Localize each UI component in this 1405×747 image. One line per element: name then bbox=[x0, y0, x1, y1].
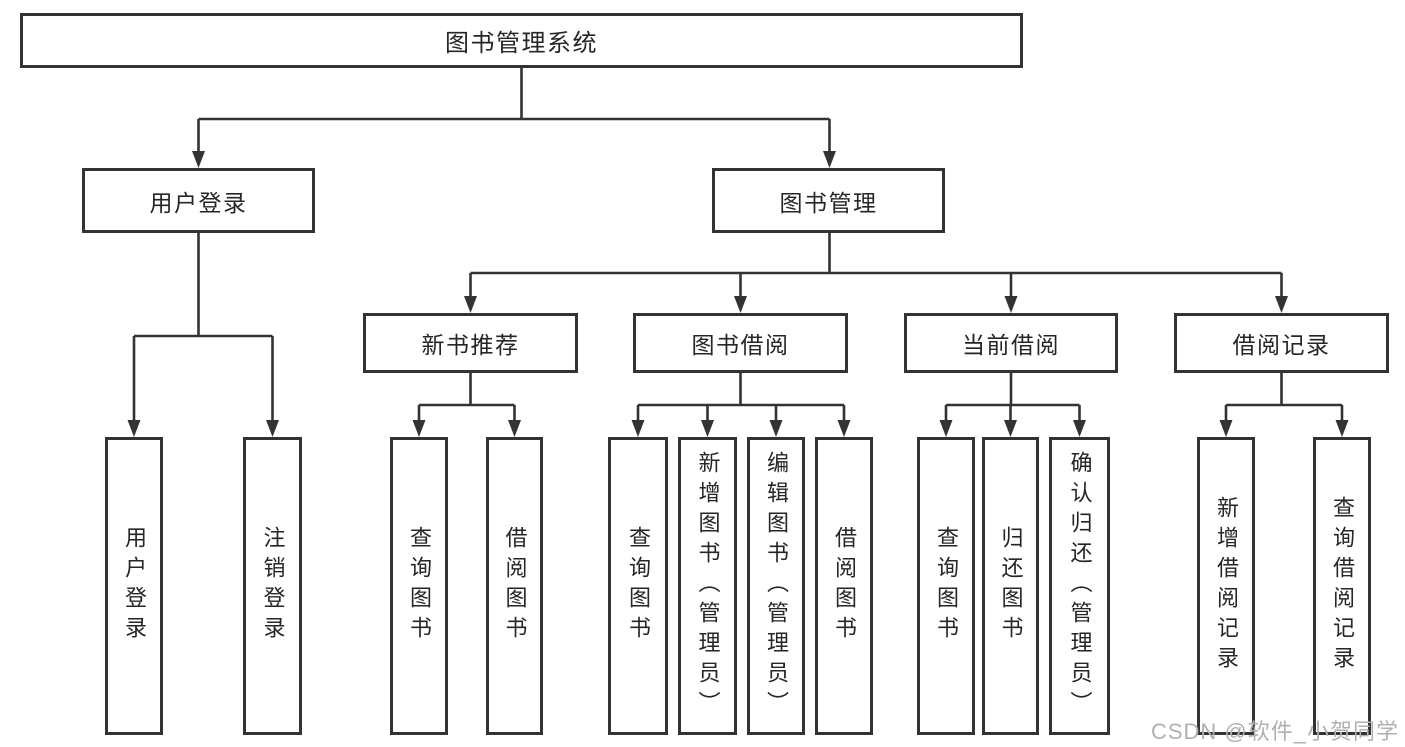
arrow-icon bbox=[127, 420, 141, 437]
node-user-login: 用户登录 bbox=[82, 168, 315, 233]
arrow-icon bbox=[823, 151, 836, 168]
arrow-icon bbox=[508, 420, 521, 437]
node-label: 图书借阅 bbox=[691, 332, 790, 358]
arrow-icon bbox=[631, 420, 645, 437]
arrow-icon bbox=[266, 420, 279, 437]
node-label: 借阅图书 bbox=[832, 526, 857, 646]
node-label: 新增借阅记录 bbox=[1214, 496, 1239, 676]
arrow-icon bbox=[701, 420, 714, 437]
node-label: 新增图书（管理员） bbox=[695, 451, 721, 721]
leaf-nb-query-book: 查询图书 bbox=[390, 437, 448, 735]
node-borrow-records: 借阅记录 bbox=[1174, 313, 1389, 373]
node-label: 借阅图书 bbox=[502, 526, 528, 646]
node-label: 查询借阅记录 bbox=[1330, 496, 1355, 676]
leaf-bb-borrow-book: 借阅图书 bbox=[815, 437, 873, 735]
node-label: 编辑图书（管理员） bbox=[764, 451, 789, 721]
leaf-cb-query-book: 查询图书 bbox=[917, 437, 975, 735]
arrowheads bbox=[127, 151, 1349, 437]
node-label: 注销登录 bbox=[260, 526, 286, 646]
arrow-icon bbox=[1073, 420, 1086, 437]
leaf-user-login: 用户登录 bbox=[105, 437, 163, 735]
node-label: 借阅记录 bbox=[1232, 332, 1331, 358]
arrow-icon bbox=[734, 296, 747, 313]
node-label: 归还图书 bbox=[998, 526, 1024, 646]
node-book-borrow: 图书借阅 bbox=[633, 313, 848, 373]
leaf-cb-return-book: 归还图书 bbox=[982, 437, 1039, 735]
connector-path bbox=[132, 68, 1344, 422]
arrow-icon bbox=[1335, 420, 1349, 437]
leaf-logout: 注销登录 bbox=[243, 437, 302, 735]
arrow-icon bbox=[1004, 296, 1018, 313]
node-label: 查询图书 bbox=[626, 526, 651, 646]
node-label: 图书管理 bbox=[779, 189, 878, 216]
node-current-borrow: 当前借阅 bbox=[904, 313, 1118, 373]
arrow-icon bbox=[412, 420, 426, 437]
leaf-nb-borrow-book: 借阅图书 bbox=[486, 437, 543, 735]
leaf-br-query-record: 查询借阅记录 bbox=[1313, 437, 1371, 735]
node-label: 图书管理系统 bbox=[445, 30, 598, 57]
node-label: 当前借阅 bbox=[962, 332, 1060, 358]
arrow-icon bbox=[464, 296, 477, 313]
leaf-br-add-record: 新增借阅记录 bbox=[1197, 437, 1255, 735]
node-book-management: 图书管理 bbox=[712, 168, 945, 233]
arrow-icon bbox=[1004, 420, 1017, 437]
arrow-icon bbox=[837, 420, 851, 437]
leaf-bb-query-book: 查询图书 bbox=[608, 437, 668, 735]
arrow-icon bbox=[939, 420, 953, 437]
node-label: 用户登录 bbox=[122, 526, 147, 646]
arrow-icon bbox=[1275, 296, 1288, 313]
leaf-bb-edit-book-admin: 编辑图书（管理员） bbox=[747, 437, 805, 735]
node-label: 查询图书 bbox=[934, 526, 959, 646]
node-label: 查询图书 bbox=[407, 526, 432, 646]
arrow-icon bbox=[769, 420, 783, 437]
node-label: 确认归还（管理员） bbox=[1067, 451, 1093, 721]
arrow-icon bbox=[192, 151, 205, 168]
node-root-system: 图书管理系统 bbox=[20, 13, 1023, 68]
arrow-icon bbox=[1219, 420, 1233, 437]
node-label: 用户登录 bbox=[149, 189, 248, 216]
node-new-book-recommend: 新书推荐 bbox=[363, 313, 578, 373]
leaf-cb-confirm-return-admin: 确认归还（管理员） bbox=[1049, 437, 1110, 735]
node-label: 新书推荐 bbox=[421, 332, 520, 358]
watermark: CSDN @软件_小贺同学 bbox=[1150, 719, 1399, 744]
leaf-bb-add-book-admin: 新增图书（管理员） bbox=[678, 437, 737, 735]
